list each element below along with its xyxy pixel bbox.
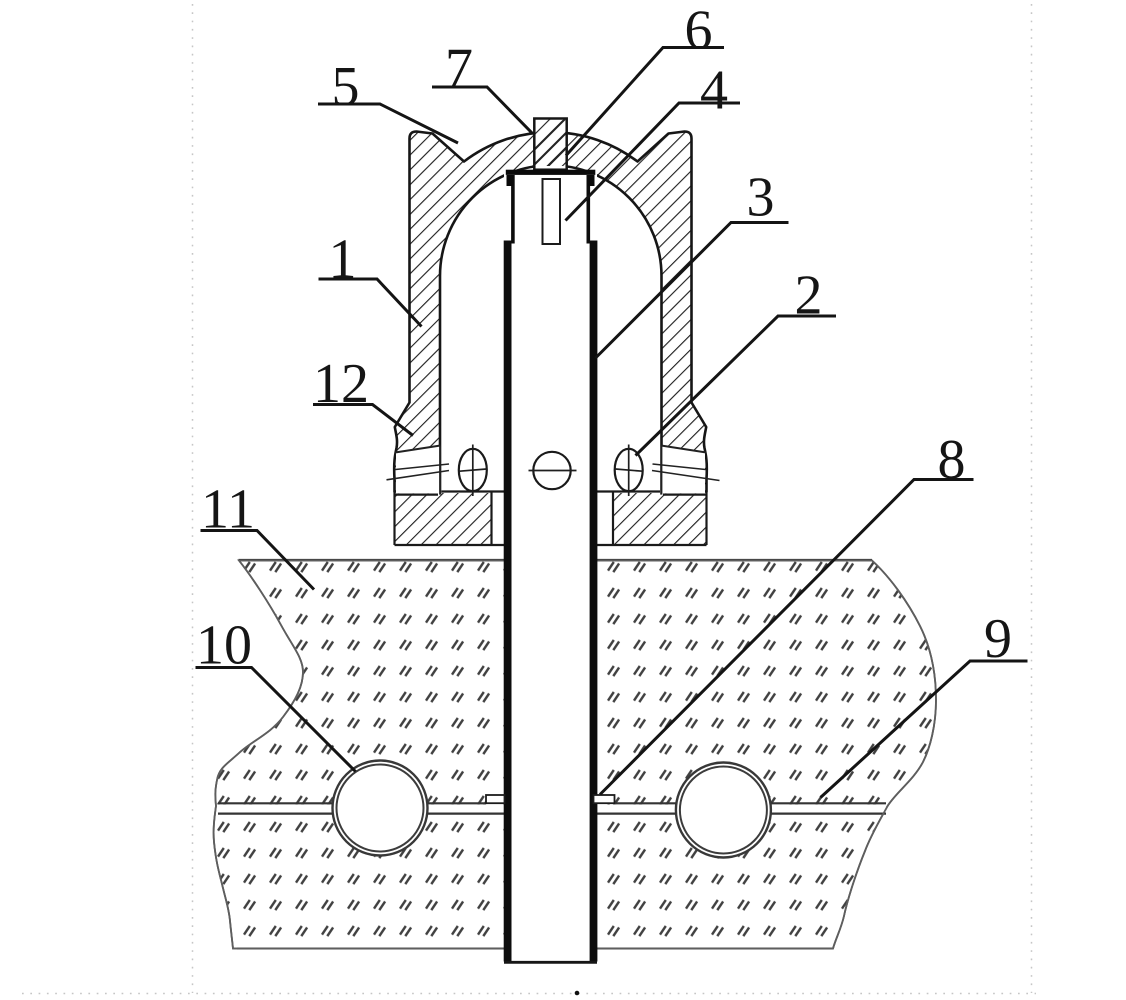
svg-text:9: 9 — [984, 608, 1012, 670]
svg-text:2: 2 — [795, 265, 823, 327]
svg-text:1: 1 — [329, 229, 357, 291]
svg-text:3: 3 — [747, 167, 775, 229]
svg-text:12: 12 — [313, 353, 369, 415]
svg-text:6: 6 — [685, 0, 713, 62]
svg-text:5: 5 — [332, 56, 360, 118]
svg-text:10: 10 — [196, 615, 252, 677]
svg-text:11: 11 — [201, 479, 255, 541]
svg-text:8: 8 — [938, 429, 966, 491]
svg-text:4: 4 — [700, 60, 728, 122]
svg-text:7: 7 — [445, 38, 473, 100]
